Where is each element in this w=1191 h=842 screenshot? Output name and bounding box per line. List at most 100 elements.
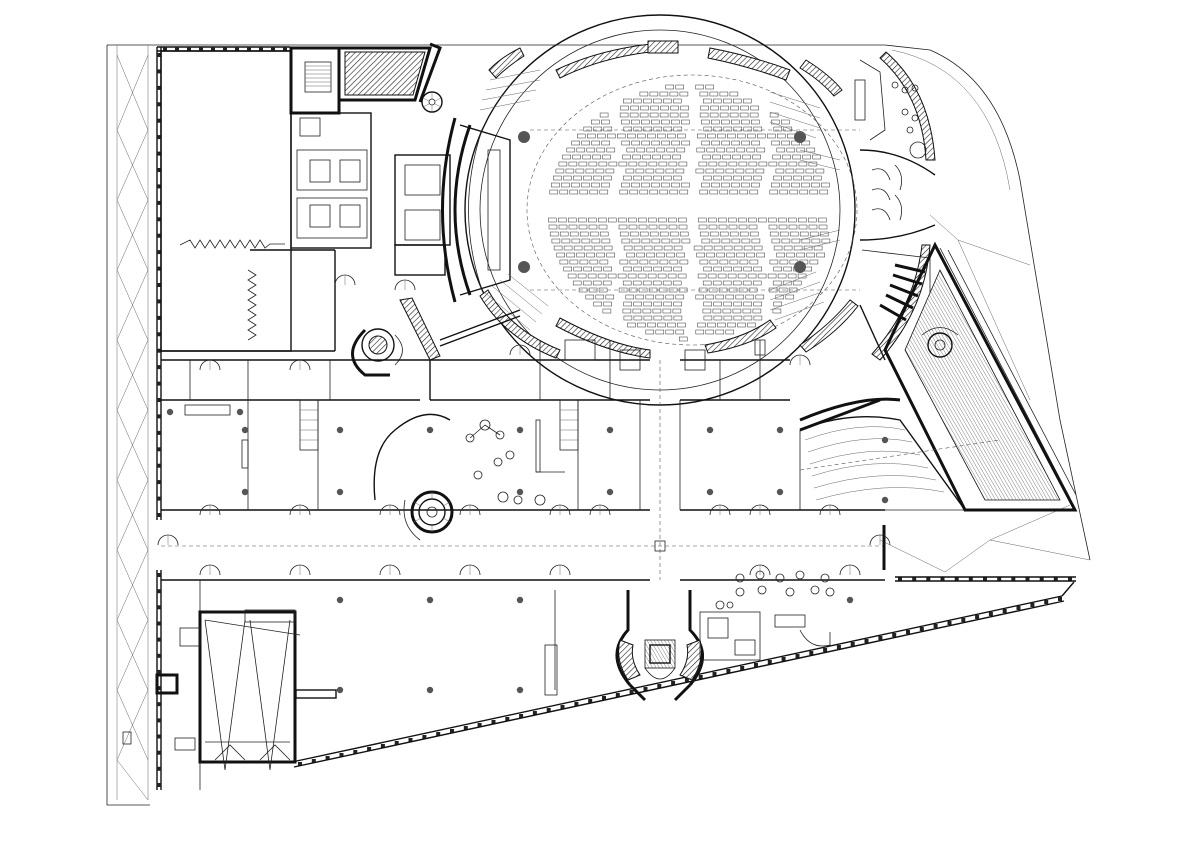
seat bbox=[601, 140, 610, 146]
seat bbox=[778, 287, 788, 293]
seat bbox=[768, 161, 778, 167]
seat bbox=[706, 147, 716, 153]
seat bbox=[771, 140, 780, 146]
north-service-block bbox=[289, 42, 451, 276]
seat bbox=[779, 231, 789, 237]
seat bbox=[722, 154, 731, 160]
seat bbox=[572, 154, 581, 160]
seat bbox=[705, 84, 714, 90]
door-swing bbox=[199, 504, 221, 516]
column bbox=[606, 488, 614, 496]
seat bbox=[678, 161, 688, 167]
mullion bbox=[546, 708, 551, 712]
column bbox=[336, 596, 344, 604]
mullion bbox=[505, 717, 510, 721]
seat bbox=[645, 329, 655, 335]
seat bbox=[706, 252, 715, 258]
seat bbox=[753, 126, 763, 132]
seat bbox=[638, 287, 648, 293]
seat bbox=[738, 161, 748, 167]
seat bbox=[626, 252, 635, 258]
mullion bbox=[175, 47, 179, 51]
seat bbox=[713, 98, 722, 104]
mullion bbox=[380, 744, 385, 748]
seat bbox=[602, 154, 611, 160]
seat bbox=[772, 154, 781, 160]
seat bbox=[646, 147, 656, 153]
seat bbox=[710, 105, 719, 111]
seat bbox=[619, 189, 629, 195]
mullion bbox=[588, 699, 593, 703]
seat bbox=[733, 301, 742, 307]
seat bbox=[661, 140, 670, 146]
seat bbox=[579, 259, 589, 265]
south-entrance-pavilion bbox=[615, 590, 704, 702]
seat bbox=[673, 126, 683, 132]
seat bbox=[656, 147, 666, 153]
seat bbox=[599, 189, 609, 195]
seat bbox=[576, 252, 585, 258]
seat bbox=[597, 133, 606, 139]
seat bbox=[641, 140, 650, 146]
mullion bbox=[157, 766, 161, 771]
mullion bbox=[157, 621, 161, 626]
seat bbox=[821, 182, 830, 188]
mullion bbox=[157, 398, 161, 402]
seat bbox=[591, 119, 600, 125]
seat bbox=[649, 189, 659, 195]
seat bbox=[558, 224, 568, 230]
seat bbox=[627, 133, 636, 139]
seat bbox=[701, 182, 710, 188]
seat bbox=[753, 266, 762, 272]
seat bbox=[733, 245, 743, 251]
left-landscape-strip bbox=[116, 45, 149, 801]
seat bbox=[693, 245, 703, 251]
seat bbox=[731, 238, 741, 244]
seat bbox=[577, 273, 587, 279]
mullion bbox=[698, 675, 703, 679]
auditorium-wall-segments bbox=[479, 40, 936, 361]
seat bbox=[771, 238, 781, 244]
seat bbox=[598, 224, 608, 230]
seat bbox=[796, 147, 806, 153]
seat bbox=[732, 280, 742, 286]
seat bbox=[672, 280, 682, 286]
seat bbox=[565, 168, 575, 174]
seat bbox=[729, 112, 739, 118]
seat bbox=[787, 273, 797, 279]
seat bbox=[679, 259, 689, 265]
door-swing bbox=[199, 359, 221, 371]
seat bbox=[703, 315, 713, 321]
seat bbox=[553, 175, 562, 181]
mullion bbox=[235, 47, 239, 51]
seat bbox=[669, 189, 679, 195]
seat bbox=[601, 119, 610, 125]
seat bbox=[801, 140, 810, 146]
seat bbox=[753, 245, 763, 251]
seat bbox=[588, 287, 598, 293]
mullion bbox=[491, 720, 496, 724]
seat bbox=[663, 175, 672, 181]
seat bbox=[735, 168, 745, 174]
seat bbox=[587, 133, 596, 139]
seat bbox=[623, 126, 633, 132]
seat bbox=[699, 259, 709, 265]
mullion bbox=[684, 678, 689, 682]
seat bbox=[628, 161, 638, 167]
seat bbox=[636, 252, 645, 258]
seat bbox=[806, 147, 816, 153]
seat bbox=[628, 287, 638, 293]
seat bbox=[655, 168, 665, 174]
mullion bbox=[157, 200, 161, 205]
door-swing bbox=[749, 564, 771, 576]
seat bbox=[751, 238, 761, 244]
seat bbox=[678, 287, 688, 293]
seat bbox=[663, 315, 673, 321]
seat bbox=[582, 280, 592, 286]
door-swing bbox=[289, 359, 311, 371]
seat bbox=[643, 301, 652, 307]
seat bbox=[696, 252, 705, 258]
seat bbox=[769, 112, 779, 118]
seat bbox=[663, 98, 672, 104]
seat bbox=[812, 154, 821, 160]
